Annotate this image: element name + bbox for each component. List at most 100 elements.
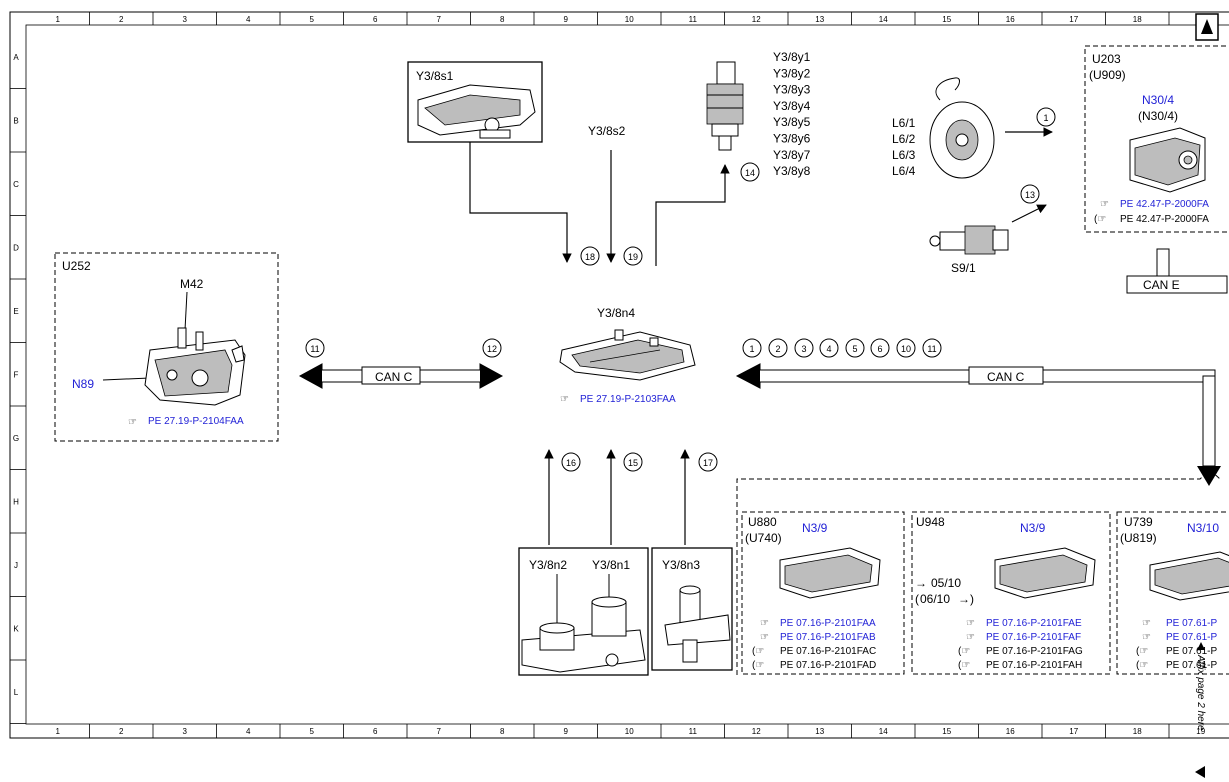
u203-box bbox=[1084, 45, 1229, 233]
s1-signal-line bbox=[469, 142, 572, 263]
s9-label: S9/1 bbox=[951, 261, 976, 275]
ruler-row-label: L bbox=[14, 688, 19, 697]
ruler-row-label: B bbox=[13, 116, 18, 125]
u880-label: U880 bbox=[748, 515, 777, 529]
u948-date1: 05/10 bbox=[931, 576, 961, 590]
circle-12: 12 bbox=[482, 338, 502, 358]
circle-1-wheel: 1 bbox=[1036, 107, 1056, 127]
ruler-col-label: 12 bbox=[752, 727, 761, 736]
n1-label: Y3/8n1 bbox=[592, 558, 630, 572]
svg-text:(☞: (☞ bbox=[958, 660, 970, 671]
circle-4: 4 bbox=[819, 338, 839, 358]
wheel-labels-item: L6/3 bbox=[892, 148, 916, 162]
svg-text:11: 11 bbox=[927, 344, 936, 354]
n2-label: Y3/8n2 bbox=[529, 558, 567, 572]
u252-ref-icon: ☞ bbox=[128, 417, 137, 428]
s9-sensor: S9/1 bbox=[929, 225, 1009, 275]
n3-sensor: Y3/8n3 bbox=[651, 547, 733, 671]
ruler-col-label: 2 bbox=[119, 727, 124, 736]
ruler-col-label: 15 bbox=[942, 15, 951, 24]
u252-ref: PE 27.19-P-2104FAA bbox=[148, 416, 244, 427]
ruler-row-label: H bbox=[13, 497, 19, 506]
svg-text:3: 3 bbox=[801, 344, 806, 354]
ruler-col-label: 9 bbox=[564, 15, 569, 24]
u948-module: U948 N3/9 → 05/10 ( 06/10 →) ☞ PE 07.16-… bbox=[911, 511, 1111, 675]
svg-text:16: 16 bbox=[566, 458, 576, 468]
ruler-row-label: C bbox=[13, 180, 19, 189]
svg-text:(☞: (☞ bbox=[1136, 646, 1148, 657]
s2-label: Y3/8s2 bbox=[588, 124, 626, 138]
ruler-row-label: K bbox=[13, 624, 19, 633]
ruler-col-label: 12 bbox=[752, 15, 761, 24]
ruler-col-label: 11 bbox=[689, 727, 698, 736]
n3-label: Y3/8n3 bbox=[662, 558, 700, 572]
u203-module: U203 (U909) N30/4 (N30/4) ☞ PE 42.47-P-2… bbox=[1084, 45, 1229, 233]
circle-15: 15 bbox=[623, 452, 643, 472]
n4-control-unit bbox=[559, 329, 696, 381]
circle-5: 5 bbox=[845, 338, 865, 358]
page-corner-icon bbox=[1195, 13, 1219, 41]
circle-16: 16 bbox=[561, 452, 581, 472]
u252-module: U252 M42 N89 ☞ PE 27.19-P-2104FAA bbox=[54, 252, 279, 442]
s9-signal-arrow bbox=[1011, 204, 1047, 223]
valve-labels-item: Y3/8y6 bbox=[773, 132, 811, 146]
svg-text:12: 12 bbox=[487, 344, 497, 354]
ruler-col-label: 14 bbox=[879, 727, 888, 736]
n30-label2: (N30/4) bbox=[1138, 109, 1178, 123]
svg-text:11: 11 bbox=[310, 344, 319, 354]
ruler-col-label: 6 bbox=[373, 15, 378, 24]
u739-module: U739 (U819) N3/10 ☞ PE 07.61-P ☞ PE 07.6… bbox=[1116, 511, 1229, 675]
circle-17: 17 bbox=[698, 452, 718, 472]
svg-text:1: 1 bbox=[1043, 113, 1048, 123]
svg-text:2: 2 bbox=[775, 344, 780, 354]
ruler-col-label: 13 bbox=[815, 727, 824, 736]
svg-text:5: 5 bbox=[852, 344, 857, 354]
u880-unit: N3/9 bbox=[802, 521, 828, 535]
u252-label: U252 bbox=[62, 259, 91, 273]
circle-10: 10 bbox=[896, 338, 916, 358]
valve-labels-item: Y3/8y2 bbox=[773, 66, 811, 80]
ruler-col-label: 8 bbox=[500, 727, 505, 736]
valve-labels-item: Y3/8y3 bbox=[773, 83, 811, 97]
wheel-labels-item: L6/2 bbox=[892, 132, 916, 146]
ruler-col-label: 16 bbox=[1006, 727, 1015, 736]
wheel-labels: L6/1L6/2L6/3L6/4 bbox=[892, 116, 916, 178]
can-c-right-label: CAN C bbox=[987, 370, 1025, 384]
valve-labels-item: Y3/8y5 bbox=[773, 115, 811, 129]
circle-19: 19 bbox=[623, 246, 643, 266]
svg-text:1: 1 bbox=[749, 344, 754, 354]
u252-box bbox=[54, 252, 279, 442]
n4-ref: PE 27.19-P-2103FAA bbox=[580, 394, 676, 405]
wheel-disc bbox=[929, 77, 995, 179]
u948-ref4: PE 07.16-P-2101FAH bbox=[986, 660, 1082, 671]
svg-text:☞: ☞ bbox=[560, 394, 569, 405]
ruler-col-label: 1 bbox=[56, 727, 61, 736]
u739-ref2: PE 07.61-P bbox=[1166, 632, 1217, 643]
valve-labels-item: Y3/8y4 bbox=[773, 99, 811, 113]
ruler-row-label: F bbox=[14, 370, 19, 379]
circles-left: 11 12 bbox=[305, 338, 502, 358]
can-c-left-label: CAN C bbox=[375, 370, 413, 384]
ruler-col-label: 9 bbox=[564, 727, 569, 736]
circle-13: 13 bbox=[1020, 184, 1040, 204]
svg-text:☞: ☞ bbox=[1142, 618, 1151, 629]
ruler-col-label: 5 bbox=[310, 15, 315, 24]
svg-text:☞: ☞ bbox=[1142, 632, 1151, 643]
can-c-left-bus: CAN C bbox=[298, 363, 504, 389]
ruler-col-label: 14 bbox=[879, 15, 888, 24]
svg-text:(☞: (☞ bbox=[752, 660, 764, 671]
u948-label: U948 bbox=[916, 515, 945, 529]
svg-text:(☞: (☞ bbox=[1094, 214, 1106, 225]
can-c-right-bus: CAN C bbox=[735, 363, 1221, 486]
ruler-col-label: 4 bbox=[246, 15, 251, 24]
u880-module: U880 (U740) N3/9 ☞ PE 07.16-P-2101FAA ☞ … bbox=[741, 511, 905, 675]
frame-outer bbox=[9, 11, 1229, 739]
ruler-row-label: E bbox=[13, 307, 18, 316]
svg-text:☞: ☞ bbox=[966, 618, 975, 629]
u880-label2: (U740) bbox=[745, 531, 782, 545]
ruler-col-label: 18 bbox=[1133, 727, 1142, 736]
